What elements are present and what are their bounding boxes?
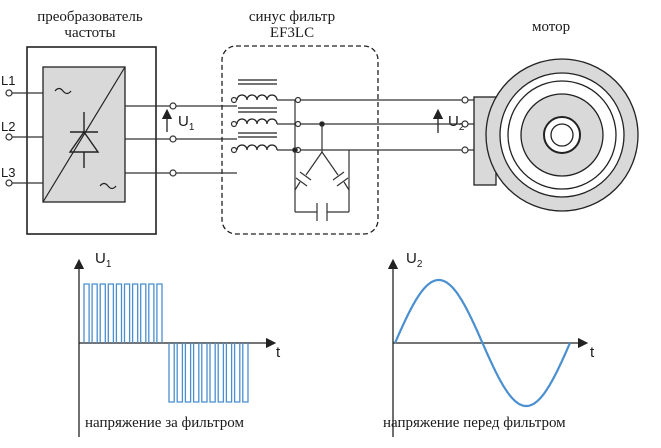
input-label-l1: L1 (1, 73, 16, 88)
graph2-y-label-main: U (406, 250, 417, 267)
graph1-y-label-sub: 1 (105, 259, 112, 270)
capacitor-network (292, 100, 350, 221)
pwm-pulses (83, 283, 249, 403)
graph1-caption: напряжение за фильтром (85, 415, 244, 431)
filter-output-lines (378, 96, 490, 154)
u1-label-sub: 1 (188, 122, 195, 133)
motor-title: мотор (532, 19, 571, 35)
converter-output-lines (125, 102, 237, 177)
graph2-caption: напряжение перед фильтром (383, 415, 566, 431)
filter-title-line1: синус фильтр (248, 9, 336, 25)
graph2-y-label: U2 (406, 250, 422, 270)
sine-waveform (393, 278, 572, 408)
filter-title: синус фильтр EF3LC (232, 9, 352, 41)
converter-title-line2: частоты (64, 25, 116, 41)
pwm-waveform (83, 283, 249, 403)
converter-title: преобразователь частоты (20, 9, 160, 41)
motor (473, 58, 639, 212)
u1-label-main: U (178, 113, 189, 130)
sine-filter (221, 45, 379, 235)
graph1-x-label: t (276, 344, 281, 361)
graph2-x-label: t (590, 344, 595, 361)
graph1-y-label-main: U (95, 250, 106, 267)
diode-symbol (68, 112, 100, 168)
graph2-y-label-sub: 2 (416, 259, 423, 270)
u2-label-sub: 2 (458, 122, 465, 133)
graph2-axes (387, 258, 589, 437)
u2-label-main: U (448, 113, 459, 130)
graph1-y-label: U1 (95, 250, 111, 270)
u2-label: U2 (448, 113, 464, 133)
u1-label: U1 (178, 113, 194, 133)
frequency-converter (26, 46, 157, 235)
input-lines (5, 89, 43, 187)
input-label-l2: L2 (1, 119, 16, 134)
filter-title-line2: EF3LC (269, 25, 315, 41)
graph1-axes (73, 258, 277, 437)
converter-title-line1: преобразователь (37, 9, 143, 25)
inductors (236, 79, 278, 151)
input-label-l3: L3 (1, 165, 16, 180)
